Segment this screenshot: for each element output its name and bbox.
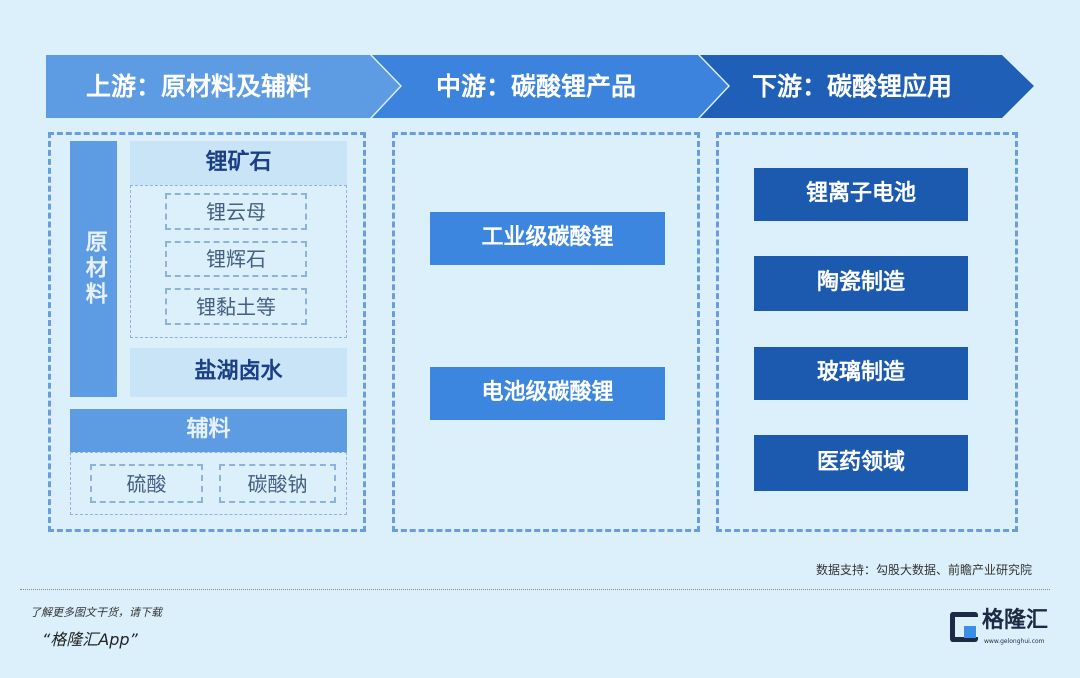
midstream-product: 电池级碳酸锂	[430, 367, 665, 420]
application-box: 玻璃制造	[754, 347, 968, 400]
aux-items-box	[70, 452, 347, 515]
aux-item: 碳酸钠	[219, 464, 336, 503]
divider	[20, 589, 1050, 590]
application-box: 医药领域	[754, 435, 968, 491]
ore-item: 锂云母	[165, 193, 307, 230]
raw-material-label: 原材料	[70, 141, 117, 397]
downstream-title: 下游：碳酸锂应用	[752, 71, 953, 101]
midstream-product: 工业级碳酸锂	[430, 212, 665, 265]
header-arrows	[46, 55, 1034, 118]
ore-item: 锂黏土等	[165, 288, 307, 325]
application-box: 锂离子电池	[754, 168, 968, 221]
ore-item: 锂辉石	[165, 241, 307, 277]
gelonghui-logo: 格隆汇 www.gelonghui.com	[950, 608, 1060, 652]
footer-line1: 了解更多图文干货，请下载	[30, 606, 162, 619]
logo-g-accent	[964, 626, 976, 638]
logo-url: www.gelonghui.com	[984, 638, 1045, 645]
downstream-panel	[716, 132, 1018, 532]
ore-items-box	[130, 185, 347, 338]
logo-g-icon	[950, 612, 978, 642]
aux-item: 硫酸	[90, 464, 203, 503]
midstream-title: 中游：碳酸锂产品	[436, 71, 637, 101]
brine-box: 盐湖卤水	[130, 348, 347, 397]
upstream-title: 上游：原材料及辅料	[86, 71, 312, 101]
upstream-arrow	[46, 55, 400, 118]
logo-text: 格隆汇	[982, 608, 1049, 633]
application-box: 陶瓷制造	[754, 256, 968, 311]
upstream-panel	[48, 132, 366, 532]
data-source: 数据支持：勾股大数据、前瞻产业研究院	[815, 563, 1032, 577]
auxiliary-header: 辅料	[70, 409, 347, 452]
lithium-ore-header: 锂矿石	[130, 141, 347, 185]
footer-app: “格隆汇App”	[42, 630, 138, 649]
downstream-arrow	[700, 55, 1034, 118]
midstream-panel	[392, 132, 700, 532]
midstream-arrow	[372, 55, 728, 118]
